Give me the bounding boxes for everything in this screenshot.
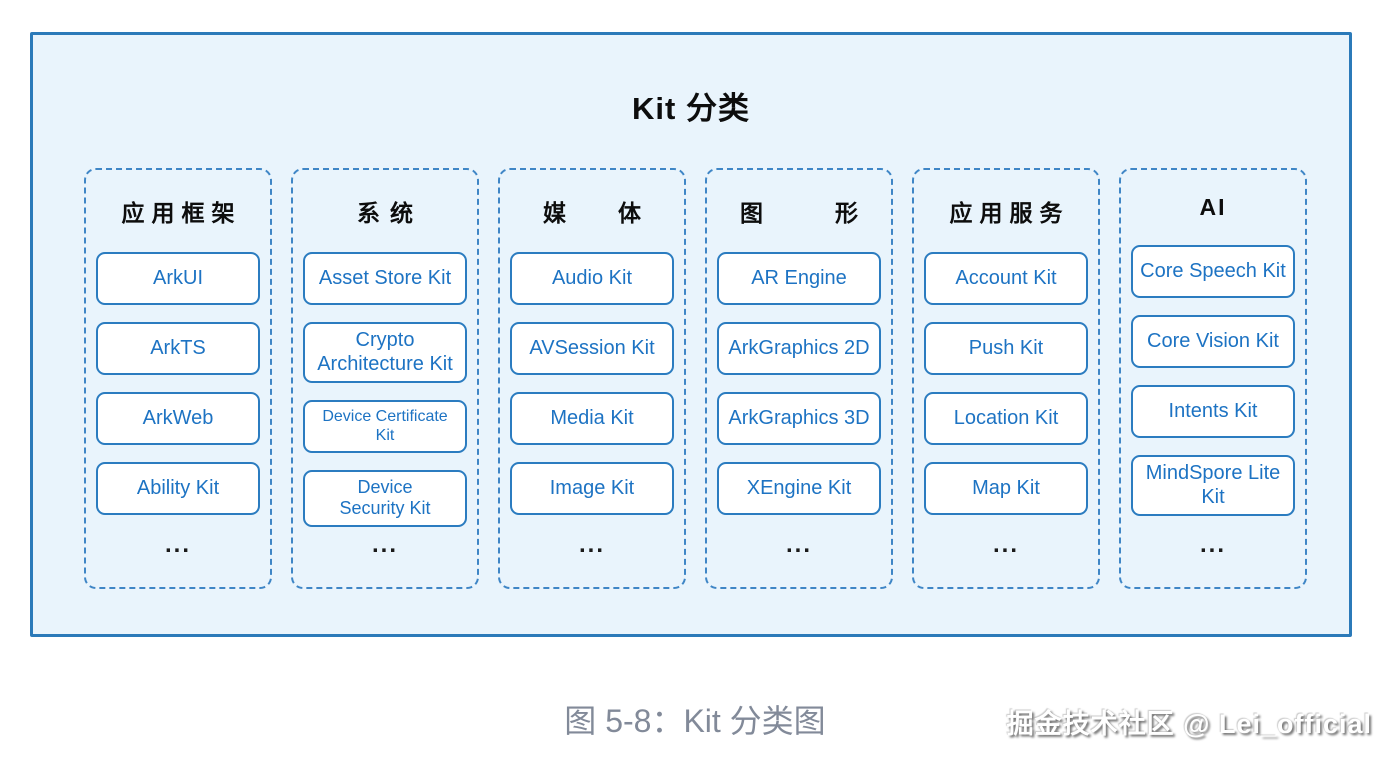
column-media: 媒体 Audio Kit AVSession Kit Media Kit Ima… (498, 168, 686, 589)
kit-list: AR Engine ArkGraphics 2D ArkGraphics 3D … (717, 252, 881, 515)
kit-box: Device Security Kit (303, 470, 467, 527)
kit-box: Core Speech Kit (1131, 245, 1295, 298)
kit-box: XEngine Kit (717, 462, 881, 515)
more-ellipsis: ... (164, 531, 191, 558)
more-ellipsis: ... (1199, 531, 1226, 558)
more-ellipsis: ... (578, 531, 605, 558)
column-header: AI (1199, 194, 1227, 220)
category-columns: 应用框架 ArkUI ArkTS ArkWeb Ability Kit ... … (84, 168, 1307, 589)
kit-box: Audio Kit (510, 252, 674, 305)
kit-box: Asset Store Kit (303, 252, 467, 305)
column-app-services: 应用服务 Account Kit Push Kit Location Kit M… (912, 168, 1100, 589)
column-app-framework: 应用框架 ArkUI ArkTS ArkWeb Ability Kit ... (84, 168, 272, 589)
kit-box: Crypto Architecture Kit (303, 322, 467, 384)
kit-box: AR Engine (717, 252, 881, 305)
kit-box: ArkUI (96, 252, 260, 305)
kit-diagram-frame: Kit 分类 应用框架 ArkUI ArkTS ArkWeb Ability K… (30, 32, 1352, 637)
column-system: 系统 Asset Store Kit Crypto Architecture K… (291, 168, 479, 589)
kit-box: Core Vision Kit (1131, 315, 1295, 368)
column-header: 应用服务 (949, 200, 1070, 226)
kit-box: ArkTS (96, 322, 260, 375)
column-ai: AI Core Speech Kit Core Vision Kit Inten… (1119, 168, 1307, 589)
kit-box: ArkGraphics 2D (717, 322, 881, 375)
kit-box: AVSession Kit (510, 322, 674, 375)
kit-box: Map Kit (924, 462, 1088, 515)
column-graphics: 图形 AR Engine ArkGraphics 2D ArkGraphics … (705, 168, 893, 589)
column-header: 图形 (740, 200, 930, 226)
kit-list: Asset Store Kit Crypto Architecture Kit … (303, 252, 467, 527)
kit-list: Core Speech Kit Core Vision Kit Intents … (1131, 245, 1295, 517)
kit-list: ArkUI ArkTS ArkWeb Ability Kit (96, 252, 260, 515)
kit-list: Audio Kit AVSession Kit Media Kit Image … (510, 252, 674, 515)
kit-box: Push Kit (924, 322, 1088, 375)
kit-box: Image Kit (510, 462, 674, 515)
more-ellipsis: ... (992, 531, 1019, 558)
column-header: 系统 (357, 200, 423, 226)
kit-box: ArkWeb (96, 392, 260, 445)
figure-caption: 图 5-8：Kit 分类图 (564, 703, 826, 739)
kit-box: Media Kit (510, 392, 674, 445)
kit-box: ArkGraphics 3D (717, 392, 881, 445)
more-ellipsis: ... (785, 531, 812, 558)
kit-list: Account Kit Push Kit Location Kit Map Ki… (924, 252, 1088, 515)
diagram-title: Kit 分类 (632, 91, 750, 126)
kit-box: Ability Kit (96, 462, 260, 515)
kit-box: Intents Kit (1131, 385, 1295, 438)
more-ellipsis: ... (371, 531, 398, 558)
kit-box: Device Certificate Kit (303, 400, 467, 454)
column-header: 媒体 (543, 200, 693, 226)
kit-box: Location Kit (924, 392, 1088, 445)
kit-box: MindSpore Lite Kit (1131, 455, 1295, 517)
watermark: 掘金技术社区 @ Lei_official (1006, 709, 1372, 739)
kit-box: Account Kit (924, 252, 1088, 305)
column-header: 应用框架 (121, 200, 242, 226)
